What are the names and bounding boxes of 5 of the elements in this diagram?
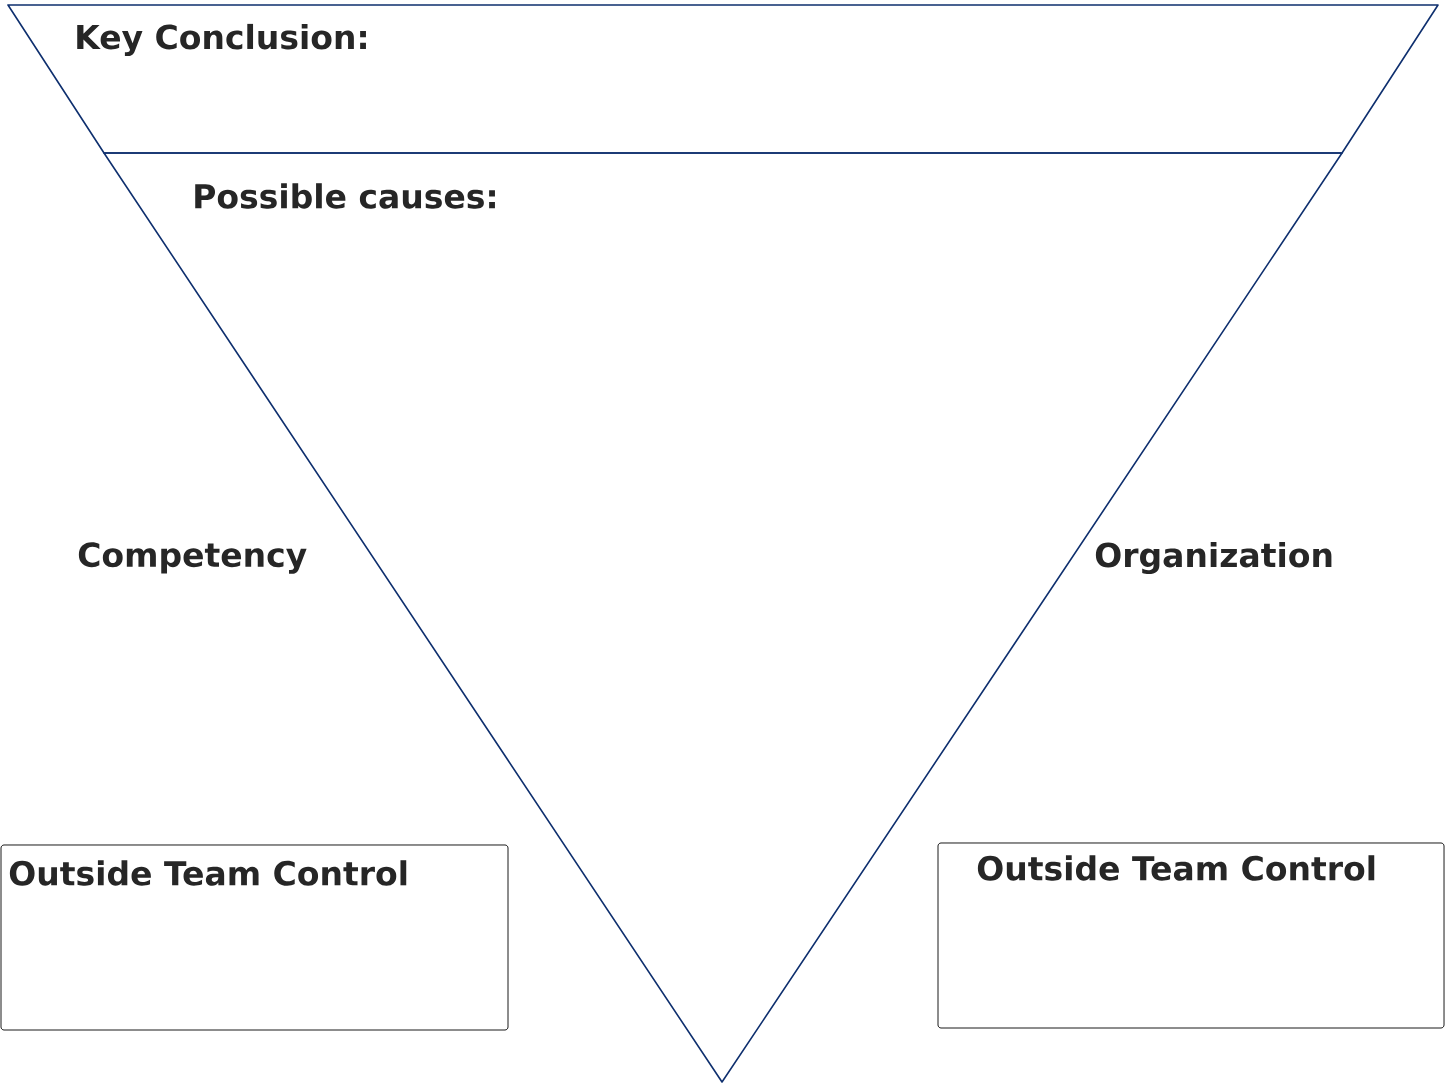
text-box: Outside Team Control — [0, 844, 509, 1031]
side-label: Organization — [1095, 541, 1332, 575]
conclusion-band: Key Conclusion: — [7, 4, 1439, 154]
text-box: Outside Team Control — [937, 842, 1445, 1029]
side-label: Competency — [78, 542, 307, 574]
